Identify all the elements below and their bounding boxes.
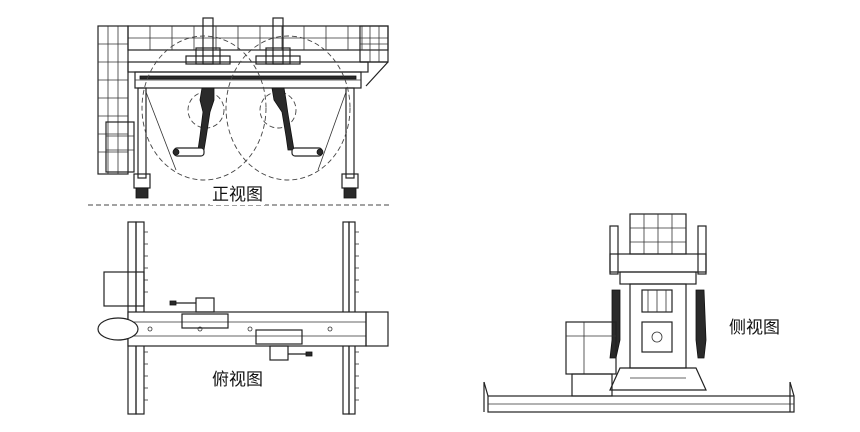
side-column [609,283,707,391]
top-cable-drum [97,317,139,341]
top-cross-beam [127,311,389,347]
top-control-cabinet [103,271,145,307]
side-view-label: 侧视图 [727,318,782,338]
front-view-label: 正视图 [210,185,265,205]
front-left-ladder [97,25,135,175]
front-carriage-masts [185,17,301,65]
front-legs [133,87,359,199]
side-view [483,213,795,413]
top-view-label: 俯视图 [210,370,265,390]
side-base-rail [483,381,795,413]
side-control-cabinet [565,321,617,397]
front-robot-arms [172,87,324,157]
side-top-cage [629,213,687,255]
front-view [88,17,392,206]
front-top-railing [127,25,389,51]
front-right-cage [359,25,389,87]
side-robot-arms [609,289,707,359]
top-view [97,221,389,415]
front-swing-envelopes [141,35,351,181]
top-robot-arms [169,297,313,361]
front-gantry-beam [127,61,369,89]
